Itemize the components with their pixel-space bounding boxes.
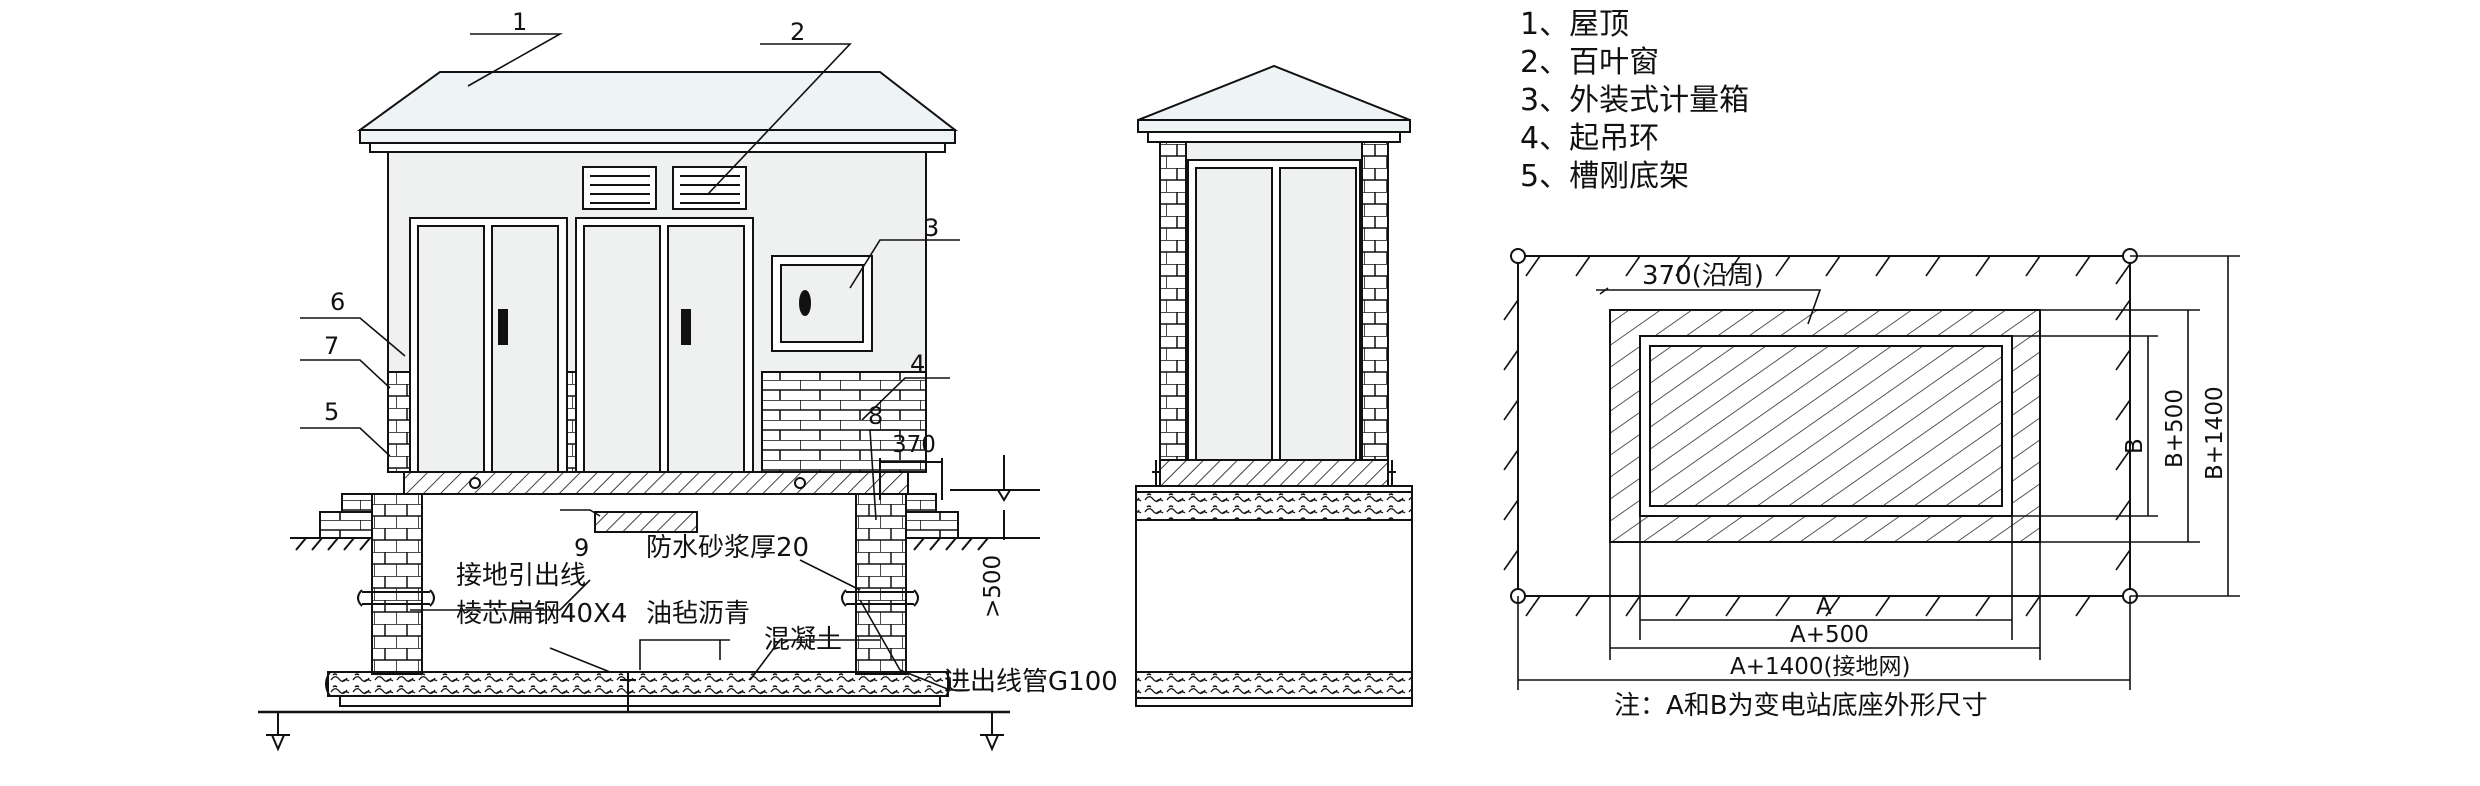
door-right xyxy=(575,217,754,473)
callout-8: 8 xyxy=(868,402,883,430)
dim-a1400 xyxy=(1517,596,2131,690)
note-conduit: 进出线管G100 xyxy=(944,667,1118,697)
perimeter-label: 370(沿周) xyxy=(1642,261,1764,291)
side-door xyxy=(1187,159,1361,461)
slab-base xyxy=(339,695,941,707)
channel-base xyxy=(403,471,909,495)
side-eave xyxy=(1137,119,1411,133)
meter-box xyxy=(771,255,873,352)
foundation-inner-2 xyxy=(1649,345,2003,507)
callout-3: 3 xyxy=(924,214,939,242)
dim-a500 xyxy=(1609,542,2041,660)
legend-item-1: 1、屋顶 xyxy=(1520,7,1629,42)
note-grounding-2: 棱芯扁钢40X4 xyxy=(456,599,627,629)
front-view xyxy=(258,33,1040,752)
side-foundation xyxy=(1135,485,1413,707)
step-right-2 xyxy=(905,493,937,513)
plan-note: 注：A和B为变电站底座外形尺寸 xyxy=(1614,691,1988,721)
vent-9 xyxy=(594,511,698,533)
ground-rod-right xyxy=(980,712,1004,752)
legend-item-3: 3、外装式计量箱 xyxy=(1520,83,1749,118)
ground-left xyxy=(290,537,372,551)
roof xyxy=(356,71,958,131)
callout-6: 6 xyxy=(330,288,345,316)
dim-b500 xyxy=(2040,309,2200,543)
callout-4: 4 xyxy=(910,350,925,378)
front-callouts: 1 2 3 4 5 6 7 8 9 370 >500 xyxy=(324,8,1006,618)
dim-500-line xyxy=(950,455,1040,540)
callout-2: 2 xyxy=(790,18,805,46)
dim-500-label: >500 xyxy=(980,555,1006,618)
ground-net-ticks xyxy=(1503,255,2131,617)
dim-b500-label: B+500 xyxy=(2162,389,2188,468)
callout-9: 9 xyxy=(574,534,589,562)
ground-rod-left xyxy=(266,712,290,752)
step-right xyxy=(905,511,959,539)
side-roof xyxy=(1137,64,1411,121)
dim-b1400 xyxy=(2130,255,2240,597)
dim-b xyxy=(2012,335,2158,517)
roof-eave xyxy=(359,129,956,144)
front-notes: 接地引出线 棱芯扁钢40X4 防水砂浆厚20 油毡沥青 混凝土 进出线管G100 xyxy=(456,533,1118,697)
concrete-slab xyxy=(327,671,949,697)
dim-b-label: B xyxy=(2122,438,2148,454)
step-left-2 xyxy=(341,493,373,513)
side-brick-left xyxy=(1159,141,1187,461)
side-view xyxy=(1135,64,1413,707)
note-concrete: 混凝土 xyxy=(764,625,842,655)
note-waterproof: 防水砂浆厚20 xyxy=(646,533,809,563)
side-gravel-top xyxy=(1135,491,1413,521)
side-base xyxy=(1159,459,1389,487)
roof-fascia xyxy=(369,142,946,153)
brick-wall-left xyxy=(387,371,411,473)
leaders xyxy=(300,33,970,691)
side-brick-right xyxy=(1361,141,1389,461)
louver-left xyxy=(582,166,657,210)
brick-wall-mid xyxy=(566,371,577,473)
grounding-strip xyxy=(620,672,636,712)
pier-right xyxy=(855,493,907,675)
dim-a500-label: A+500 xyxy=(1790,622,1869,648)
step-left xyxy=(319,511,373,539)
side-gravel-bottom xyxy=(1135,671,1413,699)
ground-net xyxy=(1517,255,2131,597)
legend: 1、屋顶 2、百叶窗 3、外装式计量箱 4、起吊环 5、槽刚底架 xyxy=(1520,7,1749,194)
dim-a1400-label: A+1400(接地网) xyxy=(1730,654,1911,680)
dim-a-label: A xyxy=(1816,594,1832,620)
callout-7: 7 xyxy=(324,332,339,360)
dim-b1400-label: B+1400 xyxy=(2202,386,2228,480)
perimeter-leader xyxy=(1596,287,1822,325)
door-left xyxy=(409,217,568,473)
callout-1: 1 xyxy=(512,8,527,36)
legend-item-5: 5、槽刚底架 xyxy=(1520,159,1689,194)
note-grounding-1: 接地引出线 xyxy=(456,561,586,591)
plan-labels: 370(沿周) A A+500 A+1400(接地网) B B+500 B+14… xyxy=(1614,261,2228,721)
dim-370-line xyxy=(879,458,943,500)
legend-item-2: 2、百叶窗 xyxy=(1520,45,1659,80)
dim-a xyxy=(1639,516,2013,640)
legend-item-4: 4、起吊环 xyxy=(1520,121,1659,156)
plan-view xyxy=(1503,248,2240,690)
pier-left xyxy=(371,493,423,675)
louver-right xyxy=(672,166,747,210)
dim-370-label: 370 xyxy=(892,432,936,458)
callout-5: 5 xyxy=(324,398,339,426)
note-felt: 油毡沥青 xyxy=(646,599,750,629)
conduit-left xyxy=(357,589,435,607)
ground-right xyxy=(906,537,989,551)
conduit-right xyxy=(841,589,919,607)
